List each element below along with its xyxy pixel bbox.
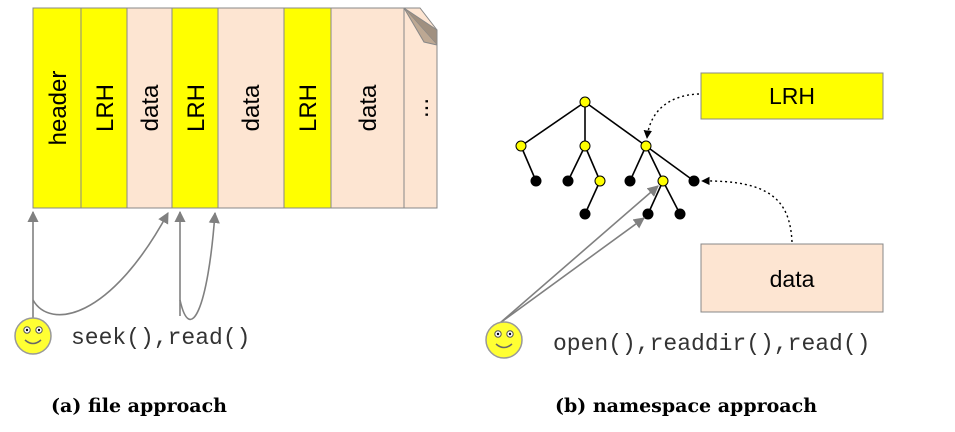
segment-label: data (137, 84, 164, 131)
arrow-seek-to-lrh (32, 212, 169, 316)
namespace-tree-edges (520, 101, 695, 215)
namespace-api-calls: open(),readdir(),read() (553, 331, 870, 357)
segment-label: data (355, 84, 382, 131)
segment-more (403, 7, 438, 209)
segment-label: header (45, 71, 72, 146)
lrh-box (700, 72, 884, 120)
segment-data-3 (330, 7, 405, 209)
arrow-open (499, 185, 659, 324)
user-smiley-icon (14, 317, 52, 355)
caption-file-approach: (a) file approach (51, 395, 227, 417)
file-layout: header LRH data LRH data LRH data ... se… (14, 7, 438, 417)
segment-header (32, 7, 82, 209)
data-box-label: data (770, 266, 815, 292)
file-api-calls: seek(),read() (71, 325, 250, 351)
data-box (700, 243, 884, 313)
segment-label: LRH (183, 84, 210, 132)
namespace-tree-nodes (515, 96, 700, 220)
lrh-box-label: LRH (769, 83, 815, 109)
segment-data-1 (126, 7, 173, 209)
namespace-layout: LRH data (485, 72, 884, 417)
segment-data-2 (217, 7, 285, 209)
dotted-arrow-lrh (643, 93, 700, 139)
user-smiley-icon (485, 321, 523, 359)
arrow-read-data (179, 211, 220, 321)
arrow-read (499, 217, 645, 324)
segment-lrh-3 (283, 7, 332, 209)
segment-label: LRH (92, 84, 119, 132)
dotted-arrow-data (701, 176, 793, 243)
segment-label: LRH (295, 84, 322, 132)
segment-label: ... (407, 98, 434, 118)
caption-namespace-approach: (b) namespace approach (555, 395, 817, 417)
segment-lrh-2 (171, 7, 219, 209)
segment-label: data (238, 84, 265, 131)
segment-lrh-1 (80, 7, 128, 209)
